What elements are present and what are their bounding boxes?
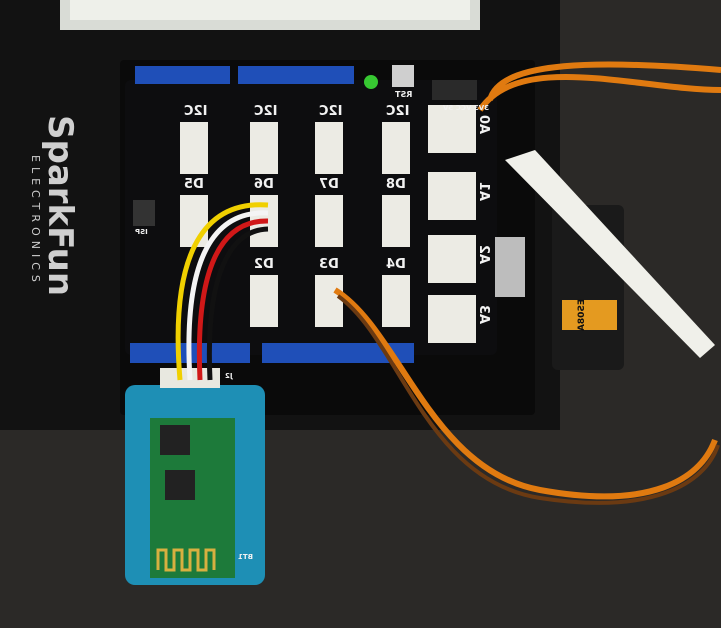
- grove-connector: [315, 195, 343, 247]
- port-label: D7: [319, 177, 339, 192]
- port-label: D4: [386, 257, 406, 272]
- port-label: I2C: [319, 104, 343, 119]
- reset-label: RST: [395, 90, 413, 99]
- servo-cable-top: [477, 61, 721, 112]
- reset-button: [392, 65, 414, 87]
- port-label: D2: [254, 257, 274, 272]
- brand-subtitle: ELECTRONICS: [28, 155, 42, 287]
- analog-connector: [428, 295, 476, 343]
- chip: [165, 470, 195, 500]
- sparkfun-logo: SparkFun ELECTRONICS: [28, 115, 80, 297]
- grove-connector: [382, 275, 410, 327]
- isp-label: ISP: [135, 228, 148, 236]
- analog-label: A0: [476, 114, 492, 135]
- j2-label: J2: [225, 372, 233, 380]
- wire-black: [206, 226, 269, 381]
- port-label: D3: [319, 257, 339, 272]
- port-label: I2C: [254, 104, 278, 119]
- isp-header: [133, 200, 155, 226]
- antenna-trace: [156, 548, 216, 572]
- servo-label: [562, 300, 617, 330]
- wire-red: [196, 218, 269, 381]
- grove-connector: [315, 122, 343, 174]
- header-bottom-right: [262, 343, 414, 363]
- wire-yellow: [175, 202, 269, 381]
- servo-horn: [505, 150, 715, 358]
- port-label: D8: [386, 177, 406, 192]
- grove-connector: [250, 122, 278, 174]
- grove-connector: [180, 195, 208, 247]
- servo-cable: [333, 287, 718, 500]
- header-top-left: [135, 66, 230, 84]
- analog-label: A3: [476, 304, 492, 325]
- metal-block: [495, 237, 525, 297]
- wire-white: [186, 210, 269, 381]
- led: [364, 75, 378, 89]
- grove-connector: [315, 275, 343, 327]
- port-label: I2C: [184, 104, 208, 119]
- port-label: D5: [184, 177, 204, 192]
- chip: [160, 425, 190, 455]
- analog-connector: [428, 105, 476, 153]
- brand-name: SparkFun: [40, 115, 80, 297]
- grove-connector: [382, 122, 410, 174]
- voltage-labels: 3V3 VCC 5V: [443, 104, 490, 112]
- analog-label: A2: [476, 244, 492, 265]
- servo-model: ES08A: [577, 298, 588, 332]
- header-top-right: [238, 66, 354, 84]
- grove-connector: [180, 122, 208, 174]
- analog-connector: [428, 235, 476, 283]
- grove-connectors: [180, 105, 476, 343]
- port-label: I2C: [386, 104, 410, 119]
- analog-label: A1: [476, 181, 492, 202]
- port-label: D6: [254, 177, 274, 192]
- grove-connector: [250, 275, 278, 327]
- analog-connector: [428, 172, 476, 220]
- bt1-label: BT1: [238, 553, 253, 561]
- voltage-switch: [432, 80, 477, 100]
- grove-connector: [382, 195, 410, 247]
